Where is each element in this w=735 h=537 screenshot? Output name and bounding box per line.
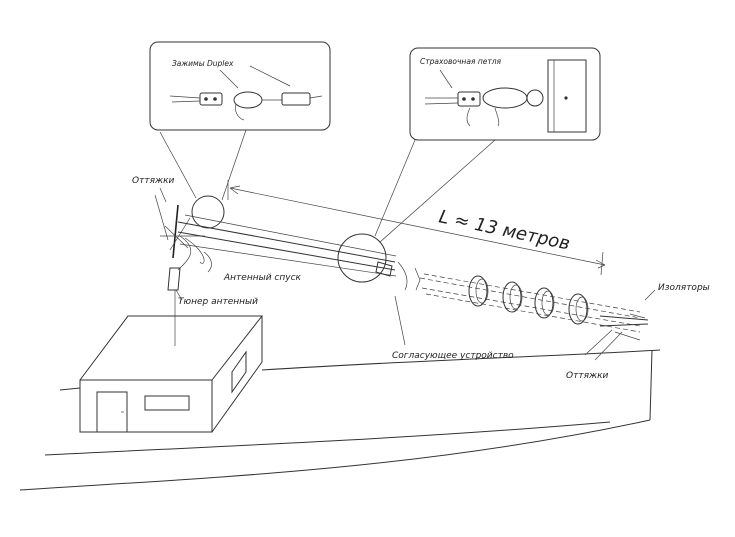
label-length: L ≈ 13 метров xyxy=(437,206,572,254)
label-antenna-drop: Антенный спуск xyxy=(223,273,302,283)
building-window-front xyxy=(144,395,190,411)
spacer-ring-4 xyxy=(568,293,588,325)
matching-device-body xyxy=(375,261,393,277)
zoom-circle-duplex xyxy=(191,195,225,229)
label-leaders xyxy=(159,187,406,346)
label-guy-loop: Страховочная петля xyxy=(420,57,502,66)
left-mast xyxy=(154,194,205,291)
building xyxy=(79,290,264,433)
inset-guy-loop xyxy=(409,47,601,141)
inset-duplex-clamps xyxy=(149,41,331,131)
spacer-ring-1 xyxy=(468,275,488,307)
spacer-ring-3 xyxy=(534,287,554,319)
antenna-wires xyxy=(177,214,656,361)
antenna-tuner-box xyxy=(167,267,181,291)
zoom-circle-loop xyxy=(337,233,387,283)
ground-lines xyxy=(19,349,661,491)
label-guy-loop-text: Страховочная петля xyxy=(420,57,502,66)
zoom-markers xyxy=(159,129,496,283)
label-guys-left: Оттяжки xyxy=(132,176,175,186)
label-guys-right: Оттяжки xyxy=(566,371,609,381)
label-insulators: Изоляторы xyxy=(658,283,710,293)
building-window-side xyxy=(231,350,247,394)
label-antenna-tuner: Тюнер антенный xyxy=(178,297,258,307)
spacer-ring-2 xyxy=(502,281,522,313)
length-dimension xyxy=(227,180,606,276)
label-matching-device: Согласующее устройство xyxy=(392,351,514,361)
label-duplex-clamps: Зажимы Duplex xyxy=(172,59,234,68)
building-door xyxy=(96,391,128,432)
